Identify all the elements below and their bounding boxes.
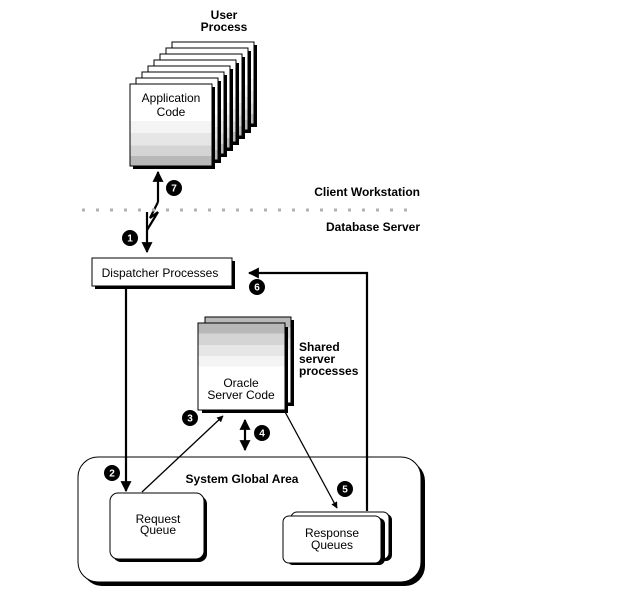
application-code-label-line1: Application (142, 91, 201, 105)
response-queues-stack (282, 511, 392, 565)
step-badge-7: 7 (166, 180, 182, 196)
step-badge-4: 4 (254, 425, 270, 441)
dispatcher-processes-box (91, 257, 235, 289)
step-badge-circle (166, 180, 182, 196)
step-badge-circle (182, 410, 198, 426)
arrow-server-to-response-queue (283, 409, 338, 509)
user-process-title-line1: User (211, 8, 238, 22)
shared-server-label-line1: Shared (299, 340, 340, 354)
step-badge-5: 5 (337, 481, 353, 497)
step-badge-3: 3 (182, 410, 198, 426)
database-server-label: Database Server (326, 220, 420, 234)
request-queue-label-line1: Request (136, 512, 181, 526)
step-badge-circle (254, 425, 270, 441)
step-badge-circle (249, 279, 265, 295)
user-process-stack (129, 41, 257, 169)
step-badge-circle (337, 481, 353, 497)
application-code-label-line2: Code (157, 105, 186, 119)
step-badge-number: 2 (109, 469, 115, 480)
sga-label: System Global Area (186, 472, 299, 486)
shared-server-stack (197, 316, 294, 413)
shared-server-label-line2: server (299, 352, 335, 366)
step-badge-6: 6 (249, 279, 265, 295)
request-queue-box (109, 492, 207, 562)
network-connection-arrow (141, 170, 164, 254)
client-workstation-label: Client Workstation (314, 185, 420, 199)
step-badge-circle (122, 230, 138, 246)
response-queues-label-line1: Response (305, 526, 359, 540)
user-process-page (129, 83, 213, 167)
dispatcher-processes-label: Dispatcher Processes (102, 266, 219, 280)
step-badge-number: 6 (254, 283, 260, 294)
oracle-code-label-line2: Server Code (207, 388, 275, 402)
arrow-request-queue-to-server (141, 415, 224, 493)
step-badge-circle (104, 465, 120, 481)
step-badge-number: 5 (342, 485, 348, 496)
arrow-response-queue-to-dispatcher (247, 267, 369, 511)
step-badge-number: 1 (127, 234, 133, 245)
step-badge-number: 7 (171, 184, 177, 195)
step-badge-number: 4 (259, 429, 265, 440)
step-badge-number: 3 (187, 414, 193, 425)
user-process-title-line2: Process (201, 20, 248, 34)
step-badge-2: 2 (104, 465, 120, 481)
request-queue-label-line2: Queue (140, 523, 176, 537)
shared-server-label-line3: processes (299, 364, 359, 378)
oracle-code-label-line1: Oracle (223, 376, 259, 390)
response-queues-label-line2: Queues (311, 538, 353, 552)
step-badge-1: 1 (122, 230, 138, 246)
